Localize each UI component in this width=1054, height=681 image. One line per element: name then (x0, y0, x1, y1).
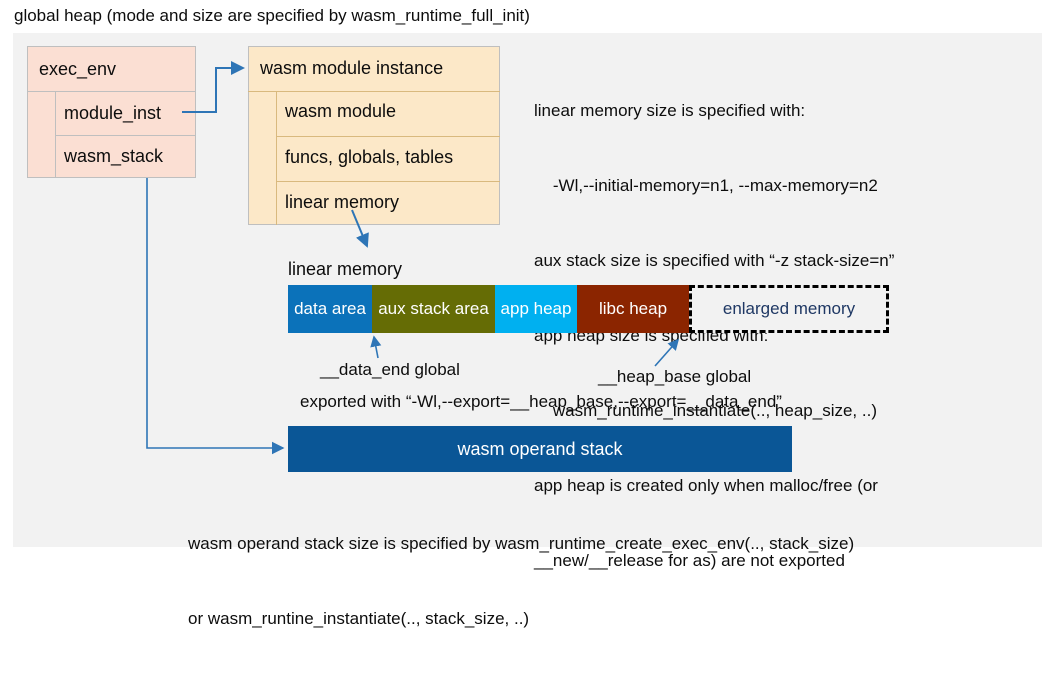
module-instance-row-funcs-globals-tables: funcs, globals, tables (285, 147, 454, 167)
note-line-5: wasm_runtime_instantiate(.., heap_size, … (534, 401, 877, 420)
page-title: global heap (mode and size are specified… (14, 6, 530, 25)
module-instance-indent-divider (276, 91, 277, 225)
footnote-line-1: wasm operand stack size is specified by … (188, 534, 855, 553)
annotation-exported-with: exported with “-Wl,--export=__heap_base,… (300, 392, 782, 411)
exec-env-header-label: exec_env (39, 59, 117, 79)
module-instance-row-divider-1 (276, 136, 500, 137)
note-line-3: aux stack size is specified with “-z sta… (534, 251, 895, 270)
wasm-operand-stack-label: wasm operand stack (457, 439, 623, 459)
exec-env-indent-divider (55, 91, 56, 178)
linear-memory-bar: data area aux stack area app heap libc h… (288, 285, 889, 333)
memory-segment-libc-heap: libc heap (577, 285, 689, 333)
module-instance-header-label: wasm module instance (260, 58, 444, 78)
memory-segment-libc-heap-label: libc heap (598, 299, 668, 318)
memory-segment-app-heap-label: app heap (500, 299, 572, 318)
module-instance-row-linear-memory: linear memory (285, 192, 400, 212)
diagram-canvas: global heap (mode and size are specified… (13, 6, 1042, 628)
note-line-2: -Wl,--initial-memory=n1, --max-memory=n2 (534, 176, 878, 195)
memory-segment-data-area-label: data area (294, 299, 366, 318)
module-instance-header-divider (248, 91, 500, 92)
memory-segment-data-area: data area (288, 285, 372, 333)
footnote-line-2: or wasm_runtine_instantiate(.., stack_si… (188, 609, 530, 628)
memory-segment-aux-stack-area: aux stack area (372, 285, 495, 333)
module-instance-row-wasm-module: wasm module (285, 101, 397, 121)
memory-segment-enlarged-memory-label: enlarged memory (722, 299, 856, 318)
exec-env-header-divider (27, 91, 196, 92)
exec-env-row-divider (55, 135, 196, 136)
linear-memory-caption: linear memory (288, 259, 403, 279)
wasm-operand-stack-box: wasm operand stack (288, 426, 792, 472)
note-line-6: app heap is created only when malloc/fre… (534, 476, 878, 495)
exec-env-row-module-inst: module_inst (64, 103, 162, 123)
wasm-module-instance-box (248, 46, 500, 225)
annotation-heap-base: __heap_base global (598, 367, 752, 386)
module-instance-row-divider-2 (276, 181, 500, 182)
memory-segment-aux-stack-area-label: aux stack area (378, 299, 489, 318)
annotation-data-end: __data_end global (320, 360, 460, 379)
operand-stack-footnote: wasm operand stack size is specified by … (188, 481, 854, 681)
note-line-1: linear memory size is specified with: (534, 101, 806, 120)
memory-segment-enlarged-memory: enlarged memory (689, 285, 889, 333)
memory-segment-app-heap: app heap (495, 285, 577, 333)
exec-env-row-wasm-stack: wasm_stack (64, 146, 164, 166)
